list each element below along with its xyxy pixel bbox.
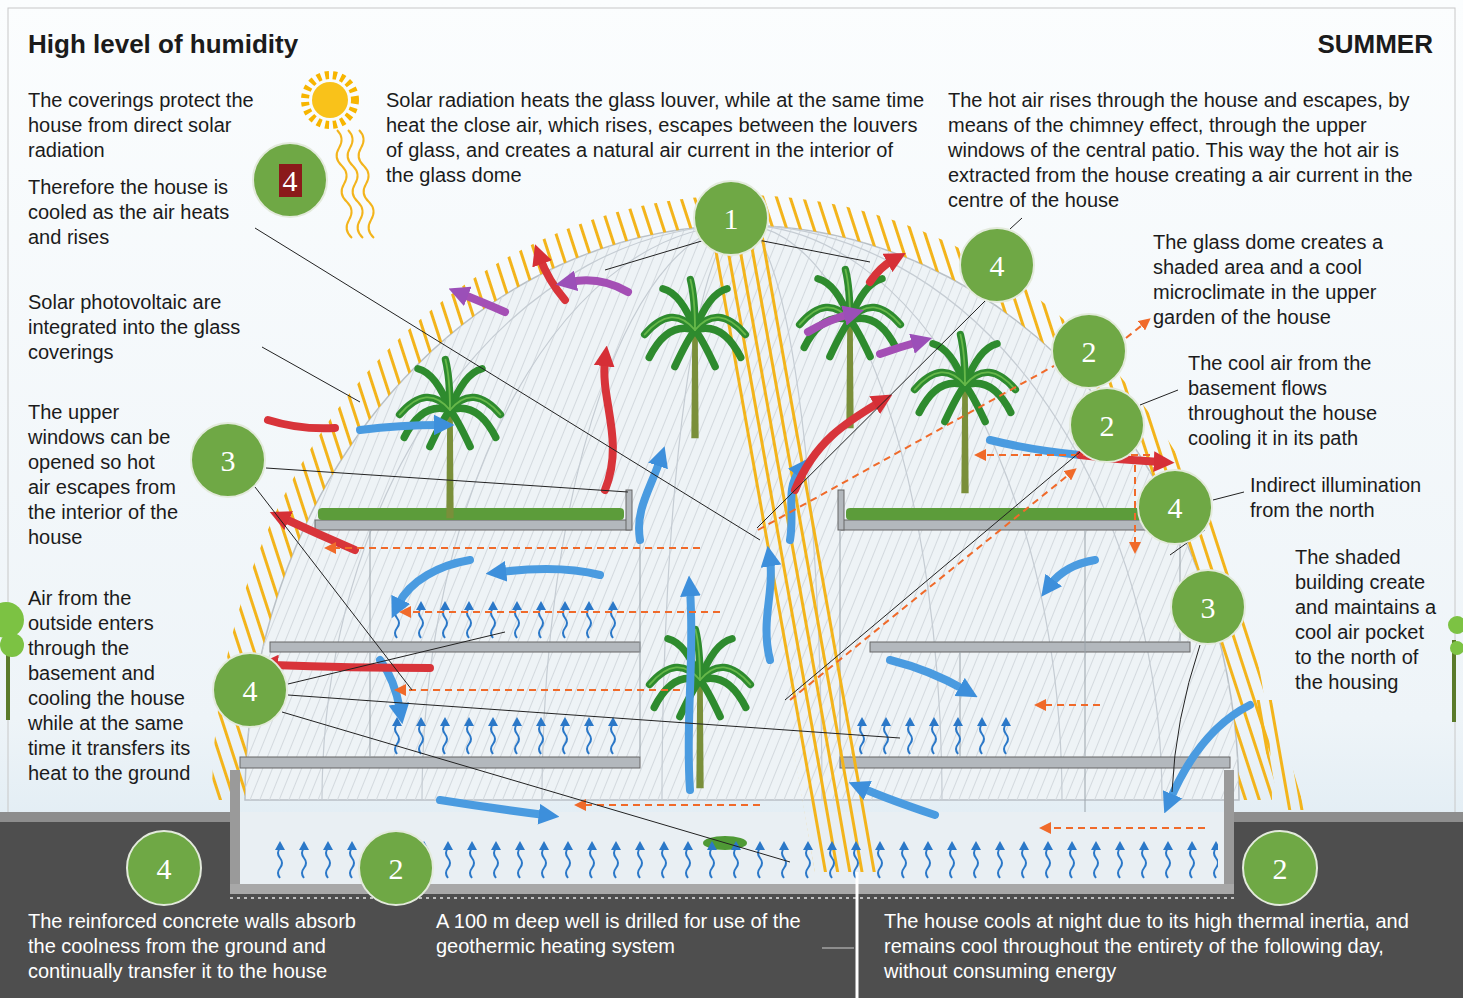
annotation-text: Air from the outside enters through the … [28,586,196,786]
callout-circle: 4 [126,830,202,906]
callout-circle: 4 [212,652,288,728]
callout-number: 4 [1168,491,1183,524]
annotation-text: The shaded building create and maintains… [1295,545,1443,695]
callout-number: 2 [1273,852,1288,885]
annotation-text: The coverings protect the house from dir… [28,88,273,163]
callout-number: 2 [1100,409,1115,442]
callout-circle: 2 [1242,830,1318,906]
annotation-text: Therefore the house is cooled as the air… [28,175,250,250]
annotation-text: A 100 m deep well is drilled for use of … [436,909,806,959]
callout-circle: 4 [959,227,1035,303]
callout-number: 3 [1201,591,1216,624]
annotation-text: Solar radiation heats the glass louver, … [386,88,926,188]
annotation-text: Indirect illumination from the north [1250,473,1445,523]
callout-circle: 2 [358,830,434,906]
annotation-text: Solar photovoltaic are integrated into t… [28,290,263,365]
callout-number: 3 [221,444,236,477]
annotation-text: The house cools at night due to its high… [884,909,1429,984]
callout-circle: 4 [1137,469,1213,545]
callout-circle: 2 [1051,313,1127,389]
callout-number: 4 [243,674,258,707]
annotation-text: The hot air rises through the house and … [948,88,1438,213]
callout-number: 1 [724,202,739,235]
annotation-text: The cool air from the basement flows thr… [1188,351,1400,451]
callout-number: 4 [157,852,172,885]
season-label: SUMMER [1317,28,1433,60]
callout-circle: 2 [1069,387,1145,463]
callout-circle: 3 [1170,569,1246,645]
annotation-text: The glass dome creates a shaded area and… [1153,230,1411,330]
diagram-title: High level of humidity [28,28,298,60]
callout-number: 2 [389,852,404,885]
callout-number: 4 [990,249,1005,282]
callout-number: 4 [279,164,302,197]
callout-circle: 1 [693,180,769,256]
callout-number: 2 [1082,335,1097,368]
callout-circle: 4 [252,142,328,218]
annotation-text: The reinforced concrete walls absorb the… [28,909,388,984]
annotation-text: The upper windows can be opened so hot a… [28,400,180,550]
callout-circle: 3 [190,422,266,498]
